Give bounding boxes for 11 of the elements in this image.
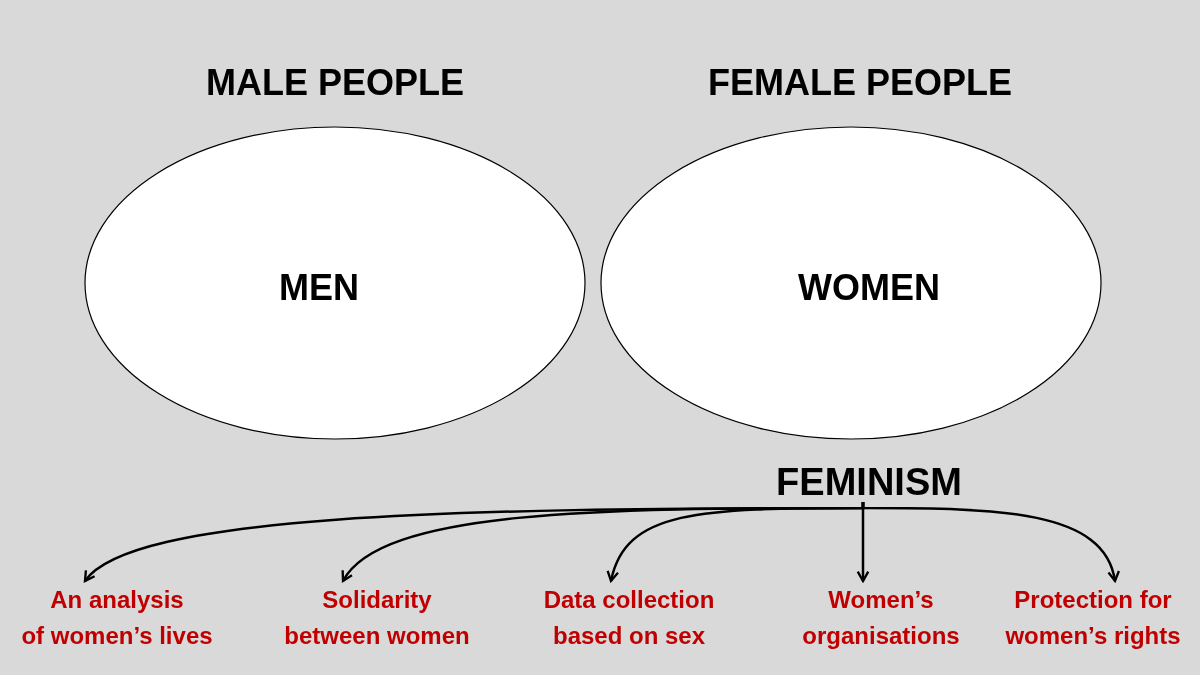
branch-label: Protection for women’s rights: [1005, 582, 1181, 654]
arrow: [861, 502, 1119, 583]
group-heading: MALE PEOPLE: [206, 63, 464, 103]
branch-label: An analysis of women’s lives: [21, 582, 213, 654]
branch-label: Women’s organisations: [802, 582, 960, 654]
group-heading: FEMALE PEOPLE: [708, 63, 1012, 103]
branch-label: Solidarity between women: [284, 582, 470, 654]
branch-label: Data collection based on sex: [543, 582, 715, 654]
root-heading: FEMINISM: [776, 462, 962, 502]
ellipse-label: WOMEN: [798, 268, 940, 308]
ellipse-label: MEN: [279, 268, 359, 308]
